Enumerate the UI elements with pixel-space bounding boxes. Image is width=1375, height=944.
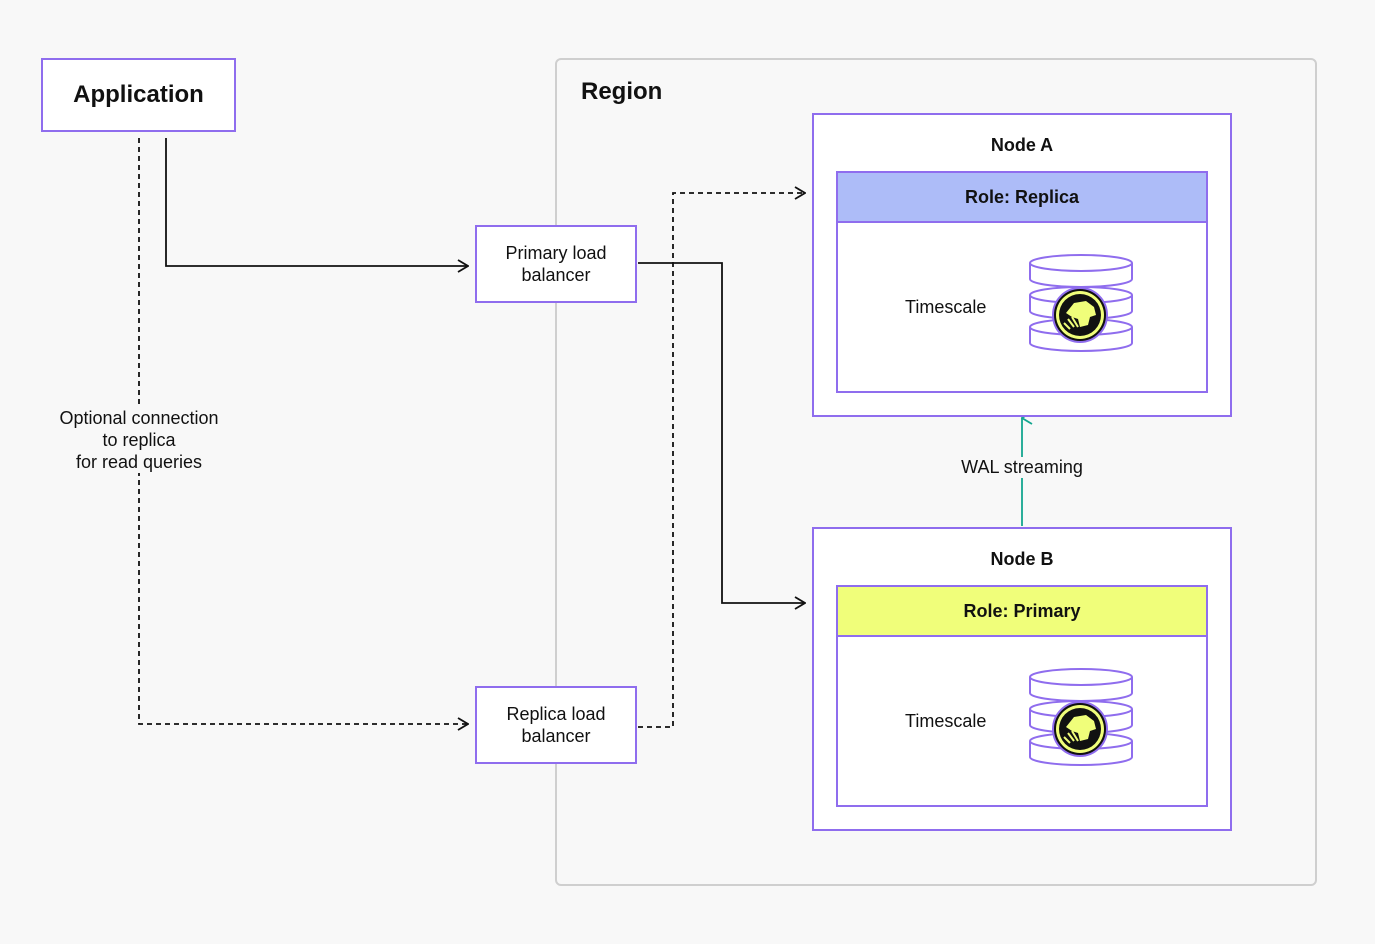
replica-load-balancer: Replica load balancer <box>475 686 637 764</box>
app-to-replica-lb-line <box>138 138 468 724</box>
wal-streaming-label: WAL streaming <box>950 457 1094 478</box>
node-a-panel: Role: Replica Timescale <box>836 171 1208 393</box>
node-b-role-bar: Role: Primary <box>838 587 1206 637</box>
app-to-primary-lb-line <box>165 138 468 266</box>
node-a: Node A Role: Replica Timescale <box>812 113 1232 417</box>
node-b-title: Node B <box>990 549 1054 569</box>
node-b-panel: Role: Primary Timescale <box>836 585 1208 807</box>
node-b: Node B Role: Primary Timescale <box>812 527 1232 831</box>
database-icon <box>1029 254 1133 352</box>
primary-lb-to-node-b-line <box>638 262 805 603</box>
optional-connection-label: Optional connection to replica for read … <box>42 407 236 473</box>
timescale-logo-icon <box>1052 701 1108 757</box>
database-icon <box>1029 668 1133 766</box>
replica-lb-to-node-a-line <box>638 193 805 728</box>
region-title: Region <box>581 78 663 105</box>
primary-load-balancer-label: Primary load balancer <box>505 243 607 285</box>
node-a-role-bar: Role: Replica <box>838 173 1206 223</box>
primary-load-balancer: Primary load balancer <box>475 225 637 303</box>
replica-load-balancer-label: Replica load balancer <box>506 704 606 746</box>
timescale-logo-icon <box>1052 287 1108 343</box>
application-label: Application <box>73 81 204 108</box>
node-b-service-label: Timescale <box>905 711 987 731</box>
node-a-service-label: Timescale <box>905 297 987 317</box>
node-a-title: Node A <box>990 135 1054 155</box>
application-box: Application <box>41 58 236 132</box>
